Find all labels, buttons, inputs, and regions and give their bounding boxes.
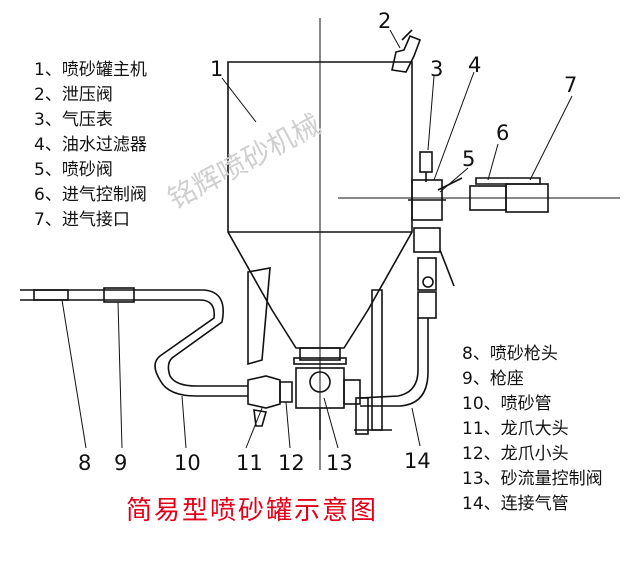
nozzle: [33, 289, 69, 301]
lower-fitting: [417, 291, 437, 319]
legend-item: 12、龙爪小头: [462, 444, 569, 464]
valve-knob: [422, 276, 434, 288]
leader-1: [221, 77, 257, 123]
callout-3: 3: [430, 57, 443, 81]
coupling-small: [279, 381, 293, 403]
air-riser-pipe: [359, 318, 419, 399]
sand-valve-lever: [439, 249, 455, 287]
callout-7: 7: [564, 73, 577, 97]
outlet-flange: [293, 357, 347, 365]
legend-left: 1、喷砂罐主机 2、泄压阀 3、气压表 4、油水过滤器 5、喷砂阀 6、进气控制…: [34, 58, 147, 233]
leader-7: [529, 95, 573, 181]
flow-valve-right: [343, 379, 361, 405]
callout-11: 11: [236, 451, 263, 475]
coupling-tab: [253, 409, 268, 427]
valve-body: [417, 257, 437, 291]
legend-item: 7、进气接口: [34, 210, 130, 230]
legend-right: 8、喷砂枪头 9、枪座 10、喷砂管 11、龙爪大头 12、龙爪小头 13、砂流…: [462, 342, 603, 517]
callout-13: 13: [326, 451, 353, 475]
leader-5: [439, 167, 469, 193]
inlet-connector: [505, 183, 549, 213]
relief-valve-handle: [401, 29, 413, 41]
legend-item: 13、砂流量控制阀: [462, 469, 603, 489]
nozzle-holder: [103, 287, 135, 303]
leader-10: [181, 395, 187, 449]
diagram-title: 简易型喷砂罐示意图: [126, 496, 379, 526]
callout-12: 12: [278, 451, 305, 475]
legend-item: 3、气压表: [34, 110, 113, 130]
stand-post: [355, 397, 369, 435]
air-riser-pipe-inner: [360, 318, 429, 407]
leader-8: [61, 299, 87, 449]
sand-valve: [413, 227, 441, 253]
callout-2: 2: [378, 9, 391, 33]
flow-valve-dial: [309, 371, 331, 393]
callout-8: 8: [78, 451, 91, 475]
leader-3: [427, 75, 435, 151]
callout-10: 10: [174, 451, 201, 475]
tank-leg-left: [247, 267, 271, 366]
tank-leg-right: [371, 289, 383, 431]
leader-4: [433, 71, 475, 181]
legend-item: 6、进气控制阀: [34, 185, 147, 205]
legend-item: 14、连接气管: [462, 494, 569, 514]
tank-outlet: [299, 347, 341, 361]
leader-12: [285, 401, 291, 449]
legend-item: 2、泄压阀: [34, 85, 113, 105]
legend-item: 1、喷砂罐主机: [34, 60, 147, 80]
relief-valve: [391, 34, 422, 73]
blast-hose: [20, 299, 248, 397]
callout-4: 4: [468, 53, 481, 77]
callout-14: 14: [404, 449, 431, 473]
callout-6: 6: [496, 121, 509, 145]
leader-13: [323, 397, 339, 449]
legend-item: 4、油水过滤器: [34, 135, 147, 155]
callout-9: 9: [114, 451, 127, 475]
legend-item: 5、喷砂阀: [34, 160, 113, 180]
callout-5: 5: [462, 147, 475, 171]
blast-hose-inner: [20, 289, 248, 387]
tank-body: [227, 61, 413, 349]
callout-1: 1: [210, 57, 223, 81]
legend-item: 11、龙爪大头: [462, 419, 569, 439]
leader-14: [411, 407, 421, 447]
pressure-gauge: [419, 151, 433, 173]
leader-9: [117, 301, 123, 449]
legend-item: 10、喷砂管: [462, 394, 552, 414]
leader-2: [389, 29, 401, 49]
legend-item: 9、枪座: [462, 369, 524, 389]
leader-6: [487, 143, 499, 181]
legend-item: 8、喷砂枪头: [462, 344, 558, 364]
leader-11: [245, 407, 263, 449]
coupling-large: [247, 375, 281, 409]
